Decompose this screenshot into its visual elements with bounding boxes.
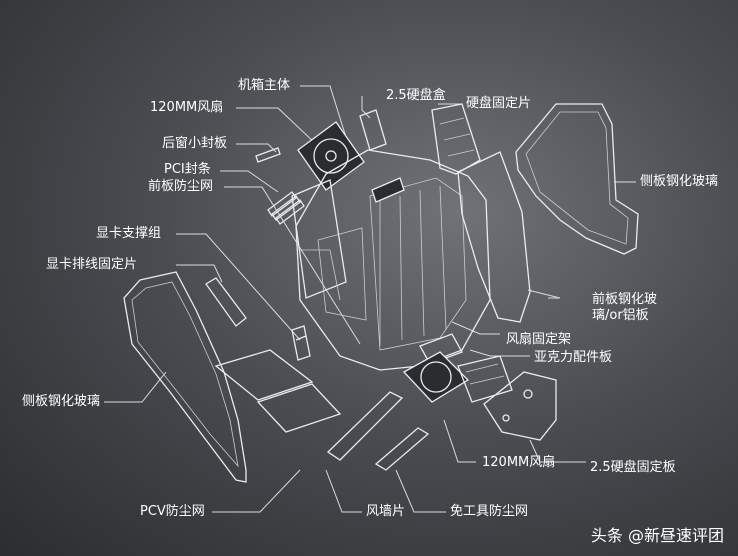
label-ssd-mount-plate: 2.5硬盘固定板 xyxy=(590,460,676,475)
bottom-120mm-fan xyxy=(402,351,470,403)
label-pcv-dust-filter: PCV防尘网 xyxy=(140,504,205,519)
left-side-glass-inner-edge xyxy=(131,281,239,468)
label-gpu-cable-clip: 显卡排线固定片 xyxy=(46,257,138,272)
front-dust-filter-part xyxy=(291,179,347,299)
label-hdd-cage-25: 2.5硬盘盒 xyxy=(386,88,446,103)
label-side-glass-right: 侧板钢化玻璃 xyxy=(640,174,719,189)
top-120mm-fan xyxy=(297,121,365,191)
label-rear-slot-cover: 后窗小封板 xyxy=(162,136,228,151)
wind-wall-part xyxy=(326,391,404,461)
left-side-glass-panel xyxy=(123,271,247,483)
label-case-body: 机箱主体 xyxy=(238,78,291,93)
watermark-text: 头条 @新昼速评团 xyxy=(590,526,724,545)
case-body xyxy=(295,149,491,371)
rear-slot-cover-part xyxy=(255,147,281,163)
hdd-bracket-part xyxy=(431,103,481,175)
label-fan-120-bottom: 120MM风扇 xyxy=(482,455,556,470)
label-fan-bracket: 风扇固定架 xyxy=(506,332,572,347)
pcv-dust-filter-sheet-top xyxy=(214,349,314,401)
right-side-glass-panel xyxy=(515,103,639,255)
acrylic-accessory-plate xyxy=(457,355,513,403)
label-fan-120-top: 120MM风扇 xyxy=(150,100,224,115)
pci-cover-strips xyxy=(267,191,305,225)
label-front-dust-filter: 前板防尘网 xyxy=(148,179,214,194)
pcv-dust-filter-sheet-bottom xyxy=(256,383,342,433)
hdd-cage-25-part xyxy=(359,109,387,151)
front-panel-glass-part xyxy=(457,151,531,323)
label-acrylic-panel: 亚克力配件板 xyxy=(534,350,613,365)
leader-lines xyxy=(104,85,636,513)
right-side-glass-inner-edge xyxy=(525,111,629,245)
gpu-cable-clip-part xyxy=(205,277,247,327)
label-hdd-bracket: 硬盘固定片 xyxy=(466,96,532,111)
label-toolless-filter: 免工具防尘网 xyxy=(450,504,529,519)
label-pci-covers: PCI封条 xyxy=(164,162,211,177)
ssd-mount-plate-part xyxy=(483,371,557,441)
label-front-panel-glass: 前板钢化玻璃/or铝板 xyxy=(592,292,658,323)
gpu-support-part xyxy=(291,325,311,361)
label-gpu-support: 显卡支撑组 xyxy=(96,226,162,241)
label-wind-wall: 风墙片 xyxy=(366,504,406,519)
fan-bracket-part xyxy=(419,333,463,365)
label-side-glass-left: 侧板钢化玻璃 xyxy=(22,394,101,409)
toolless-dust-filter-part xyxy=(374,427,430,471)
